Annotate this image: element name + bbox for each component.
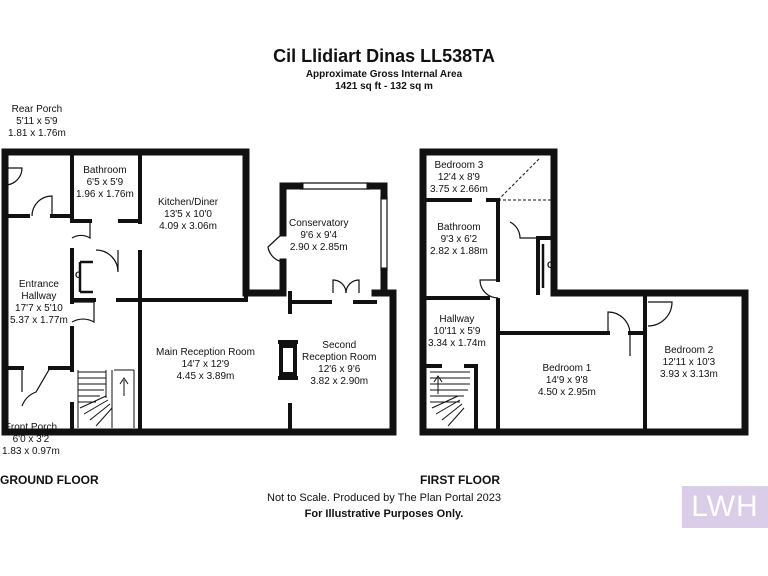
room-label-bathroom-first: Bathroom 9'3 x 6'2 2.82 x 1.88m xyxy=(430,222,488,257)
ground-floor-label: GROUND FLOOR xyxy=(0,473,99,487)
area-heading: Approximate Gross Internal Area xyxy=(305,69,463,80)
room-label-kitchen-diner: Kitchen/Diner 13'5 x 10'0 4.09 x 3.06m xyxy=(158,197,219,232)
area-value: 1421 sq ft - 132 sq m xyxy=(335,81,433,92)
footer-note-scale: Not to Scale. Produced by The Plan Porta… xyxy=(267,492,501,504)
footer-note-illustrative: For Illustrative Purposes Only. xyxy=(304,508,464,520)
room-label-second-reception: Second Reception Room 12'6 x 9'6 3.82 x … xyxy=(302,340,377,387)
room-label-hallway: Hallway 10'11 x 5'9 3.34 x 1.74m xyxy=(428,314,486,349)
room-label-conservatory: Conservatory 9'6 x 9'4 2.90 x 2.85m xyxy=(289,218,349,253)
room-label-bedroom-2: Bedroom 2 12'11 x 10'3 3.93 x 3.13m xyxy=(660,345,718,380)
room-label-bedroom-1: Bedroom 1 14'9 x 9'8 4.50 x 2.95m xyxy=(538,363,596,398)
cupboard-label-ground: C xyxy=(75,270,82,280)
first-floor-label: FIRST FLOOR xyxy=(420,473,500,487)
cupboard-label-first: C xyxy=(547,260,554,270)
first-floor-plan xyxy=(419,148,749,436)
room-label-main-reception: Main Reception Room 14'7 x 12'9 4.45 x 3… xyxy=(156,347,255,382)
room-label-rear-porch: Rear Porch 5'11 x 5'9 1.81 x 1.76m xyxy=(8,104,66,139)
agency-logo: LWH xyxy=(682,486,768,528)
room-label-front-porch: Front Porch 6'0 x 3'2 1.83 x 0.97m xyxy=(2,422,60,457)
room-label-bedroom-3: Bedroom 3 12'4 x 8'9 3.75 x 2.66m xyxy=(430,160,488,195)
room-label-bathroom-ground: Bathroom 6'5 x 5'9 1.96 x 1.76m xyxy=(76,165,134,200)
ground-floor-plan xyxy=(1,148,397,436)
room-label-entrance-hallway: Entrance Hallway 17'7 x 5'10 5.37 x 1.77… xyxy=(10,279,68,326)
plan-title: Cil Llidiart Dinas LL538TA xyxy=(273,46,495,66)
